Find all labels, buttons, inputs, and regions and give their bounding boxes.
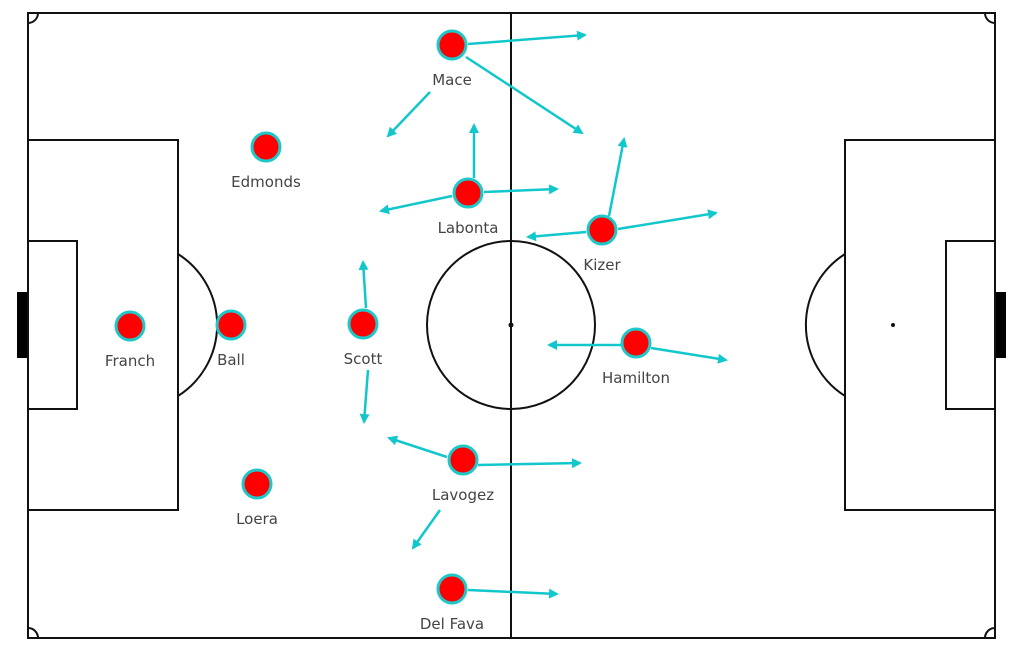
player-marker[interactable]: Loera (236, 468, 278, 528)
player-marker[interactable]: Labonta (438, 177, 499, 237)
center-circle (426, 240, 596, 410)
player-dot[interactable] (215, 309, 247, 341)
player-name-label: Hamilton (602, 369, 670, 387)
right-penalty-arc (804, 253, 846, 397)
player-name-label: Ball (217, 351, 245, 369)
corner-arc-bl (27, 627, 39, 639)
player-marker[interactable]: Hamilton (602, 327, 670, 387)
player-name-label: Lavogez (432, 486, 494, 504)
corner-arc-tl (27, 12, 39, 24)
left-penalty-box (27, 139, 179, 511)
player-dot[interactable] (241, 468, 273, 500)
left-penalty-arc (177, 253, 219, 397)
left-goal (17, 292, 28, 358)
movement-arrow (526, 230, 587, 242)
movement-arrow (411, 509, 442, 550)
player-name-label: Kizer (583, 256, 621, 274)
movement-arrow (467, 30, 587, 46)
movement-arrow (607, 137, 628, 217)
movement-arrow (386, 91, 431, 138)
player-name-label: Mace (432, 71, 472, 89)
player-dot[interactable] (114, 310, 146, 342)
right-penalty-spot (891, 323, 895, 327)
player-name-label: Scott (344, 350, 383, 368)
player-dot[interactable] (447, 444, 479, 476)
right-penalty-box (844, 139, 996, 511)
movement-arrow (483, 184, 559, 195)
player-name-label: Labonta (438, 219, 499, 237)
corner-arc-tr (984, 12, 996, 24)
movement-arrow (379, 194, 453, 215)
player-dot[interactable] (436, 573, 468, 605)
movement-arrow (477, 458, 582, 469)
player-name-label: Loera (236, 510, 278, 528)
right-goal-area (945, 240, 996, 410)
player-dot[interactable] (620, 327, 652, 359)
right-goal (995, 292, 1006, 358)
player-dot[interactable] (347, 308, 379, 340)
player-marker[interactable]: Lavogez (432, 444, 494, 504)
player-marker[interactable]: Franch (105, 310, 155, 370)
player-marker[interactable]: Kizer (583, 214, 621, 274)
center-spot (508, 322, 514, 328)
left-goal-area (27, 240, 78, 410)
player-name-label: Franch (105, 352, 155, 370)
movement-arrow (465, 55, 584, 135)
movement-arrow (467, 588, 559, 599)
movement-arrow (387, 435, 448, 459)
player-marker[interactable]: Del Fava (420, 573, 484, 633)
player-dot[interactable] (586, 214, 618, 246)
player-marker[interactable]: Edmonds (231, 131, 301, 191)
corner-arc-br (984, 627, 996, 639)
pitch-markings (17, 12, 1006, 639)
player-marker[interactable]: Ball (215, 309, 247, 369)
movement-arrow (617, 209, 718, 231)
movement-arrow (650, 346, 728, 364)
player-name-label: Edmonds (231, 173, 301, 191)
movement-arrow (358, 260, 369, 309)
player-dot[interactable] (250, 131, 282, 163)
player-dot[interactable] (452, 177, 484, 209)
movement-arrow (359, 369, 370, 424)
player-marker[interactable]: Scott (344, 308, 383, 368)
movement-arrows (358, 30, 728, 599)
player-name-label: Del Fava (420, 615, 484, 633)
player-marker[interactable]: Mace (432, 29, 472, 89)
player-dot[interactable] (436, 29, 468, 61)
